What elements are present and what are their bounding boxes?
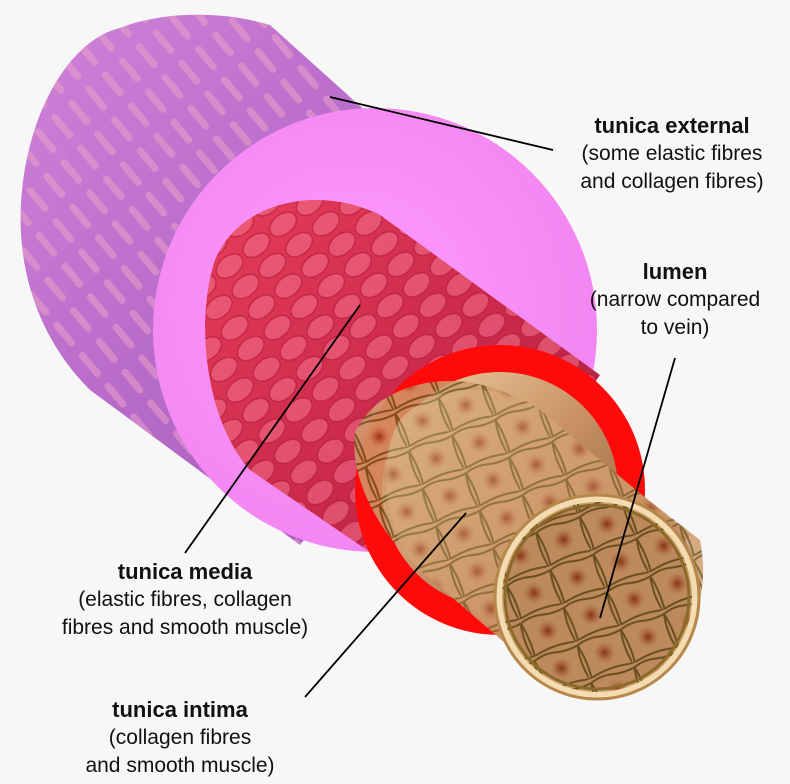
label-tunica-external-desc-2: and collagen fibres) [556, 168, 788, 196]
label-tunica-intima-desc-1: (collagen fibres [60, 724, 300, 752]
label-lumen: lumen (narrow compared to vein) [560, 258, 790, 342]
label-tunica-external-title: tunica external [556, 112, 788, 140]
label-tunica-external-desc-1: (some elastic fibres [556, 140, 788, 168]
label-tunica-media: tunica media (elastic fibres, collagen f… [20, 558, 350, 642]
label-lumen-desc-1: (narrow compared [560, 286, 790, 314]
label-tunica-intima-desc-2: and smooth muscle) [60, 752, 300, 780]
label-tunica-media-title: tunica media [20, 558, 350, 586]
label-tunica-intima: tunica intima (collagen fibres and smoot… [60, 696, 300, 780]
label-tunica-external: tunica external (some elastic fibres and… [556, 112, 788, 196]
label-tunica-media-desc-2: fibres and smooth muscle) [20, 614, 350, 642]
label-lumen-desc-2: to vein) [560, 314, 790, 342]
label-lumen-title: lumen [560, 258, 790, 286]
label-tunica-media-desc-1: (elastic fibres, collagen [20, 586, 350, 614]
label-tunica-intima-title: tunica intima [60, 696, 300, 724]
